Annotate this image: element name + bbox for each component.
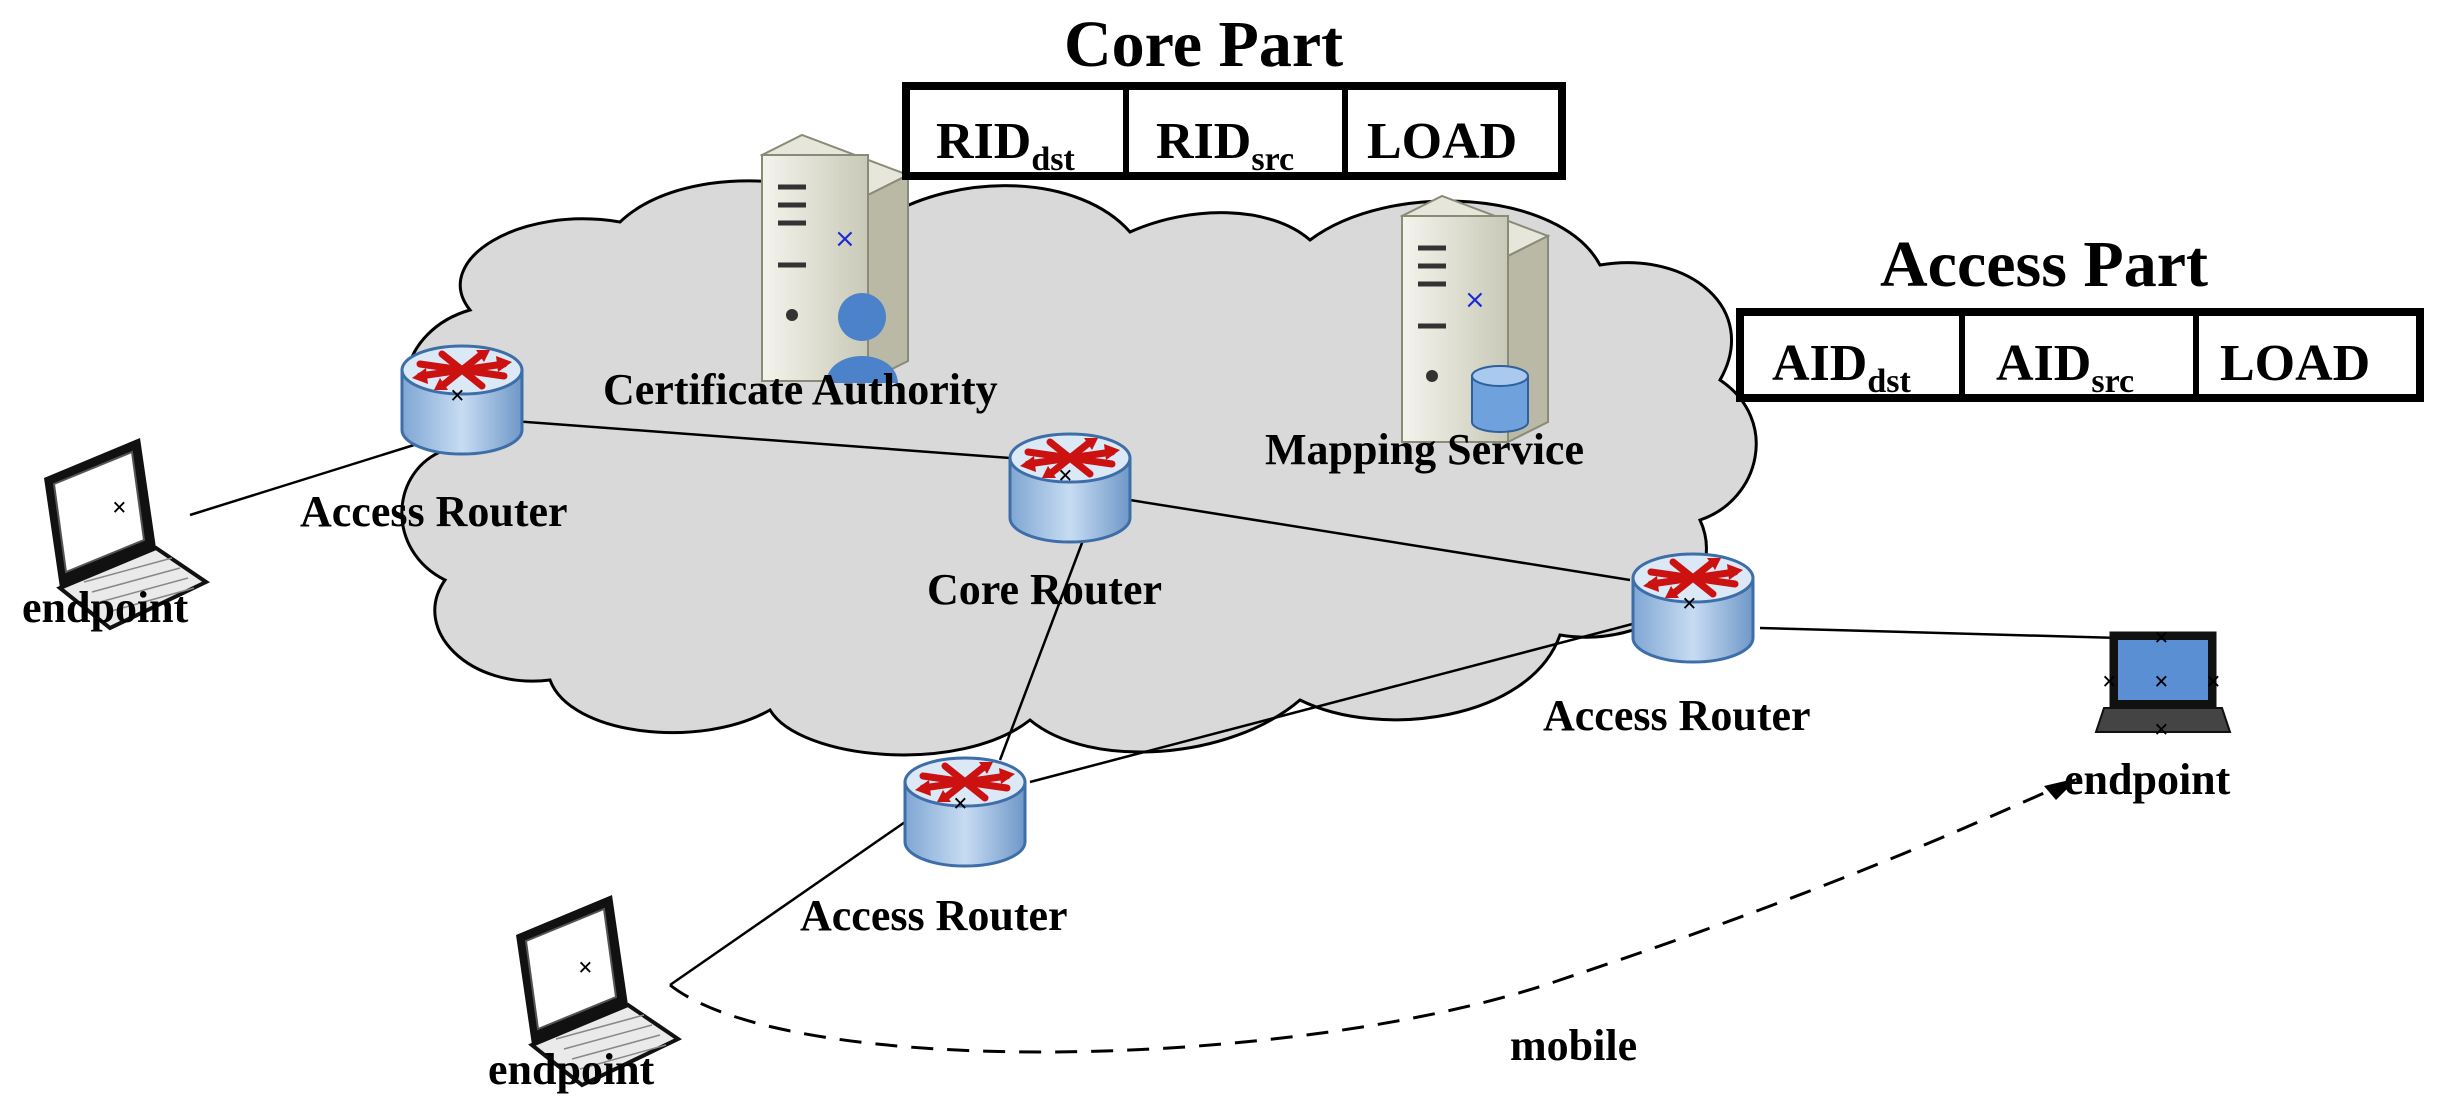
- mobile-path: [669, 784, 2061, 1054]
- core-field-rid-src: RIDsrc: [1156, 113, 1294, 178]
- svg-text:×: ×: [1682, 589, 1697, 618]
- access-router-bottom-label: Access Router: [800, 891, 1068, 940]
- svg-text:×: ×: [578, 953, 593, 982]
- link-right-access-endpoint: [1759, 626, 2121, 640]
- core-field-load: LOAD: [1367, 113, 1517, 170]
- svg-text:×: ×: [1058, 461, 1073, 490]
- endpoint-right-label: endpoint: [2064, 755, 2231, 804]
- access-field-aid-src: AIDsrc: [1996, 335, 2134, 400]
- link-bottom-access-bottom-endpoint: [669, 820, 906, 987]
- svg-text:×: ×: [112, 493, 127, 522]
- svg-text:×: ×: [2154, 715, 2169, 744]
- certificate-authority-server-icon: ×: [762, 135, 908, 383]
- access-field-aid-dst: AIDdst: [1772, 335, 1911, 400]
- link-left-access-core: [499, 418, 1011, 460]
- endpoint-right-laptop-icon: × × × × ×: [2094, 623, 2232, 744]
- link-left-endpoint-access-router: [189, 438, 431, 517]
- endpoint-left-label: endpoint: [22, 583, 189, 632]
- access-part-title: Access Part: [1880, 228, 2208, 301]
- core-field-rid-dst: RIDdst: [936, 113, 1075, 178]
- link-bottom-access-right-access: [1029, 620, 1641, 784]
- access-router-left-label: Access Router: [300, 487, 568, 536]
- svg-text:×: ×: [953, 789, 968, 818]
- router-markers: × × × × × ×: [112, 381, 1697, 982]
- access-part-header: Access Part AIDdst AIDsrc LOAD: [1736, 228, 2424, 402]
- svg-text:×: ×: [1464, 285, 1486, 315]
- mapping-service-label: Mapping Service: [1265, 425, 1584, 474]
- svg-text:×: ×: [2154, 623, 2169, 652]
- svg-text:×: ×: [2206, 667, 2221, 696]
- core-part-header: Core Part RIDdst RIDsrc LOAD: [902, 8, 1566, 180]
- svg-text:×: ×: [2154, 667, 2169, 696]
- core-part-title: Core Part: [1064, 8, 1343, 81]
- core-router-label: Core Router: [927, 565, 1162, 614]
- endpoint-bottom-label: endpoint: [488, 1045, 655, 1094]
- svg-text:×: ×: [450, 381, 465, 410]
- mobile-label: mobile: [1510, 1021, 1637, 1070]
- certificate-authority-label: Certificate Authority: [603, 365, 998, 414]
- mobile-arrowhead: [2044, 778, 2078, 800]
- link-core-right-access: [1129, 498, 1631, 582]
- network-links: [189, 418, 2121, 987]
- link-core-bottom-access: [998, 534, 1087, 761]
- svg-text:×: ×: [834, 224, 856, 254]
- access-field-load: LOAD: [2220, 335, 2370, 392]
- svg-text:×: ×: [2102, 667, 2117, 696]
- mapping-service-server-icon: ×: [1402, 196, 1548, 442]
- access-router-right-label: Access Router: [1543, 691, 1811, 740]
